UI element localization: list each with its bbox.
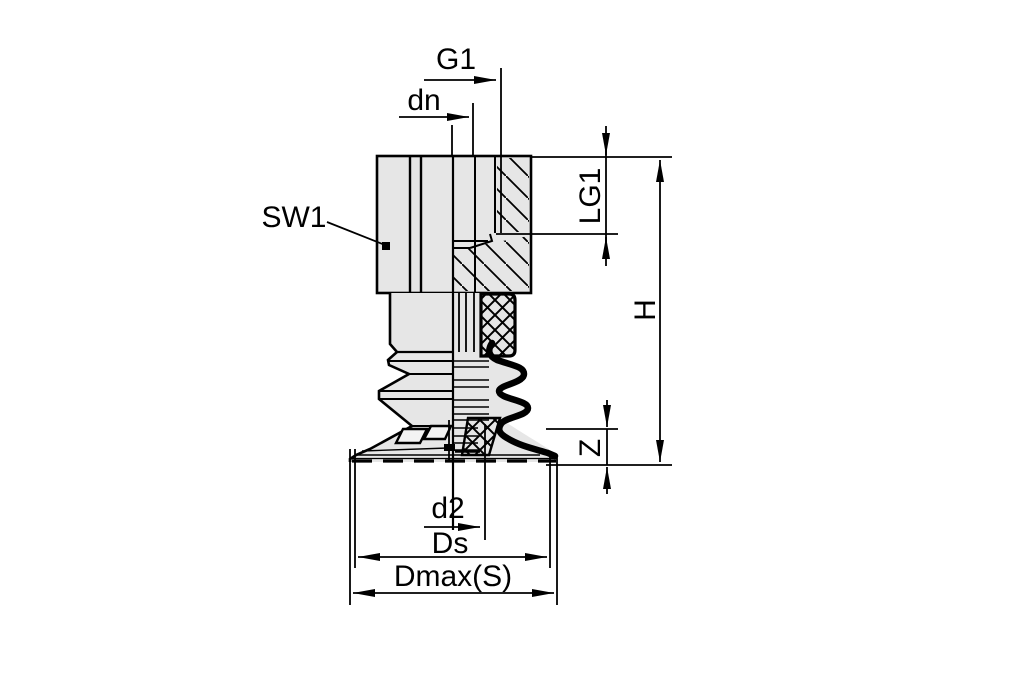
dim-label-z: Z <box>574 439 607 457</box>
cleat-2 <box>421 424 453 441</box>
dimension-z: Z <box>546 400 618 494</box>
callout-sw1: SW1 <box>261 201 390 250</box>
dimension-h: H <box>546 160 672 466</box>
dimension-d2: d2 <box>424 424 486 540</box>
dim-label-h: H <box>629 299 662 321</box>
rubber-section-block <box>479 292 517 358</box>
dim-label-sw1: SW1 <box>261 201 326 234</box>
dim-label-ds: Ds <box>432 527 469 560</box>
dimension-dmax: Dmax(S) <box>349 449 558 605</box>
dim-label-d2: d2 <box>431 492 464 525</box>
dimension-dn: dn <box>399 84 474 156</box>
dim-label-dmax: Dmax(S) <box>394 560 512 593</box>
leader-dot <box>382 242 390 250</box>
dimension-lg1: LG1 <box>496 126 672 266</box>
lower-assembly <box>348 156 559 530</box>
dim-label-dn: dn <box>407 84 440 117</box>
dimension-g1: G1 <box>424 43 502 233</box>
rubber-wall-section <box>486 339 559 460</box>
cleat-1 <box>394 427 429 445</box>
section-interior-lines <box>453 360 489 444</box>
dimension-ds: Ds <box>354 449 551 568</box>
metal-hatch-upper <box>497 158 529 232</box>
metal-hatch-lower <box>454 236 529 291</box>
dim-label-lg1: LG1 <box>574 168 607 225</box>
dim-label-g1: G1 <box>436 43 476 76</box>
